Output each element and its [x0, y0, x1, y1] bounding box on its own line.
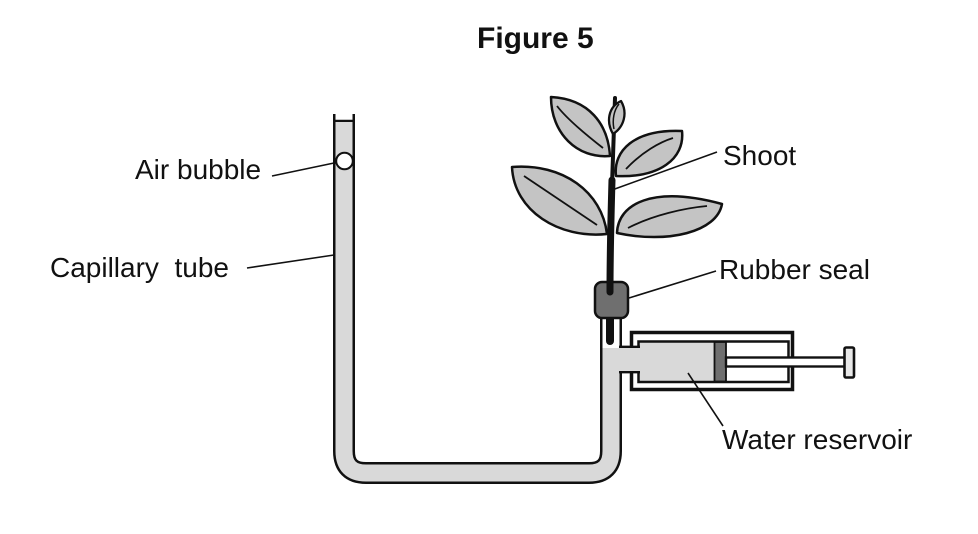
connector-water [619, 348, 640, 371]
label-air-bubble: Air bubble [135, 154, 262, 185]
plunger-rod [724, 356, 848, 368]
label-rubber-seal: Rubber seal [719, 254, 870, 285]
connector-walls [619, 345, 640, 374]
tube-syringe-connector [619, 345, 640, 374]
leaf-lower-right [615, 195, 724, 239]
label-capillary-tube: Capillary tube [50, 252, 229, 283]
leaf-upper-left-midrib [556, 105, 604, 149]
leaf-lower-left-midrib [523, 175, 598, 226]
plant-shoot [510, 95, 724, 296]
u-tube-walls [333, 114, 622, 484]
leaf-middle-right [614, 129, 684, 178]
u-tube [333, 112, 622, 484]
u-tube-water [335, 114, 620, 482]
plant-stem-mid [606, 176, 616, 296]
leaf-lower-right-midrib [627, 205, 708, 229]
label-water-reservoir: Water reservoir [722, 424, 913, 455]
air-bubble-circle [335, 151, 354, 171]
figure-title: Figure 5 [477, 22, 594, 55]
plunger-seal [713, 341, 727, 383]
bud-leaf-midrib [612, 103, 620, 130]
leader-water-reservoir [687, 372, 724, 427]
leader-capillary-tube [246, 254, 335, 269]
leader-air-bubble [271, 162, 335, 177]
leader-shoot [611, 151, 718, 191]
label-shoot: Shoot [723, 140, 797, 171]
water-reservoir-fill [638, 342, 715, 382]
leader-rubber-seal [628, 270, 717, 299]
syringe [629, 330, 856, 392]
leaf-middle-right-midrib [625, 137, 674, 170]
plunger-handle [843, 346, 856, 379]
leader-lines [246, 151, 724, 427]
